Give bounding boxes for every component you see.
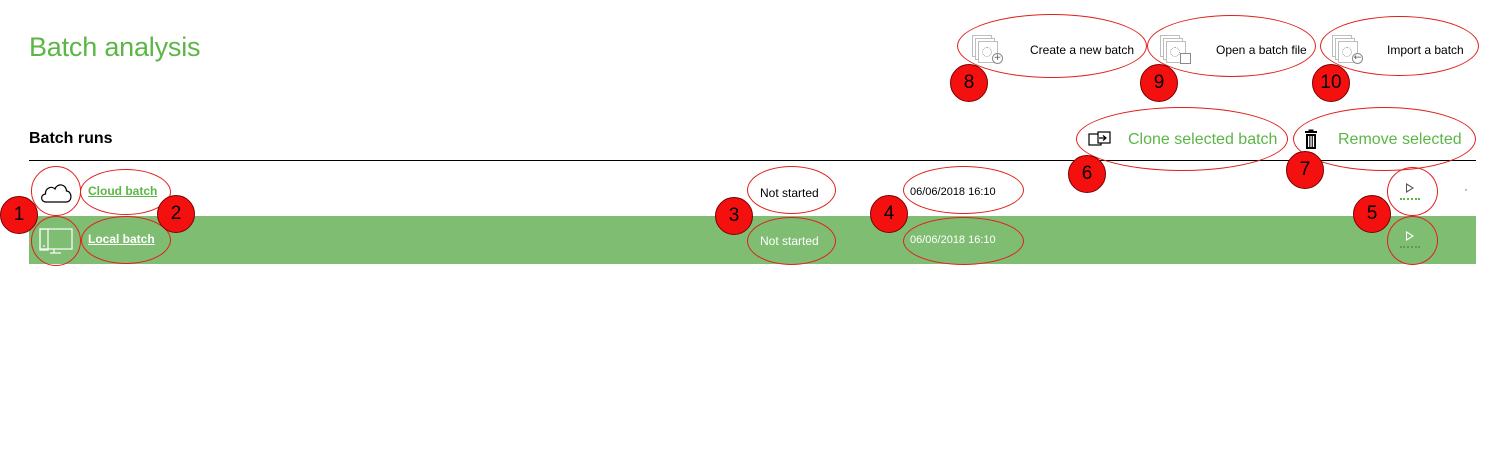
run-progress — [1400, 246, 1420, 248]
batch-name-link[interactable]: Cloud batch — [88, 184, 158, 198]
batch-status: Not started — [760, 234, 819, 248]
open-batch-file-icon — [1160, 35, 1192, 65]
run-progress — [1400, 198, 1420, 200]
remove-selected-label: Remove selected — [1338, 131, 1462, 148]
clone-selected-batch-button[interactable]: Clone selected batch — [1088, 126, 1277, 154]
open-batch-file-button[interactable]: Open a batch file — [1160, 30, 1307, 70]
import-batch-button[interactable]: ← Import a batch — [1332, 30, 1464, 70]
cloud-icon — [41, 184, 72, 203]
batch-status: Not started — [760, 186, 819, 200]
page-title: Batch analysis — [29, 32, 201, 62]
import-batch-icon: ← — [1332, 35, 1364, 65]
row-more-button[interactable]: · — [1464, 230, 1468, 244]
play-icon — [1406, 183, 1414, 193]
batch-date: 06/06/2018 16:10 — [910, 234, 996, 246]
run-batch-button[interactable] — [1393, 226, 1427, 254]
create-new-batch-button[interactable]: + Create a new batch — [972, 30, 1134, 70]
remove-selected-button[interactable]: Remove selected — [1302, 126, 1462, 154]
new-batch-icon: + — [972, 35, 1004, 65]
trash-icon — [1305, 129, 1317, 149]
batch-date: 06/06/2018 16:10 — [910, 186, 996, 198]
batch-runs-heading: Batch runs — [29, 130, 113, 147]
create-new-batch-label: Create a new batch — [1030, 43, 1135, 57]
clone-selected-batch-label: Clone selected batch — [1128, 131, 1278, 148]
table-row[interactable]: Cloud batch Not started 06/06/2018 16:10… — [29, 168, 1476, 216]
local-computer-icon — [39, 228, 73, 254]
open-batch-file-label: Open a batch file — [1216, 43, 1307, 57]
table-row[interactable]: Local batch Not started 06/06/2018 16:10… — [29, 216, 1476, 264]
batch-name-link[interactable]: Local batch — [88, 232, 155, 246]
row-more-button[interactable]: · — [1464, 182, 1468, 196]
import-batch-label: Import a batch — [1387, 43, 1464, 57]
clone-icon — [1088, 131, 1111, 146]
run-batch-button[interactable] — [1393, 178, 1427, 206]
section-divider — [29, 160, 1476, 161]
play-icon — [1406, 231, 1414, 241]
